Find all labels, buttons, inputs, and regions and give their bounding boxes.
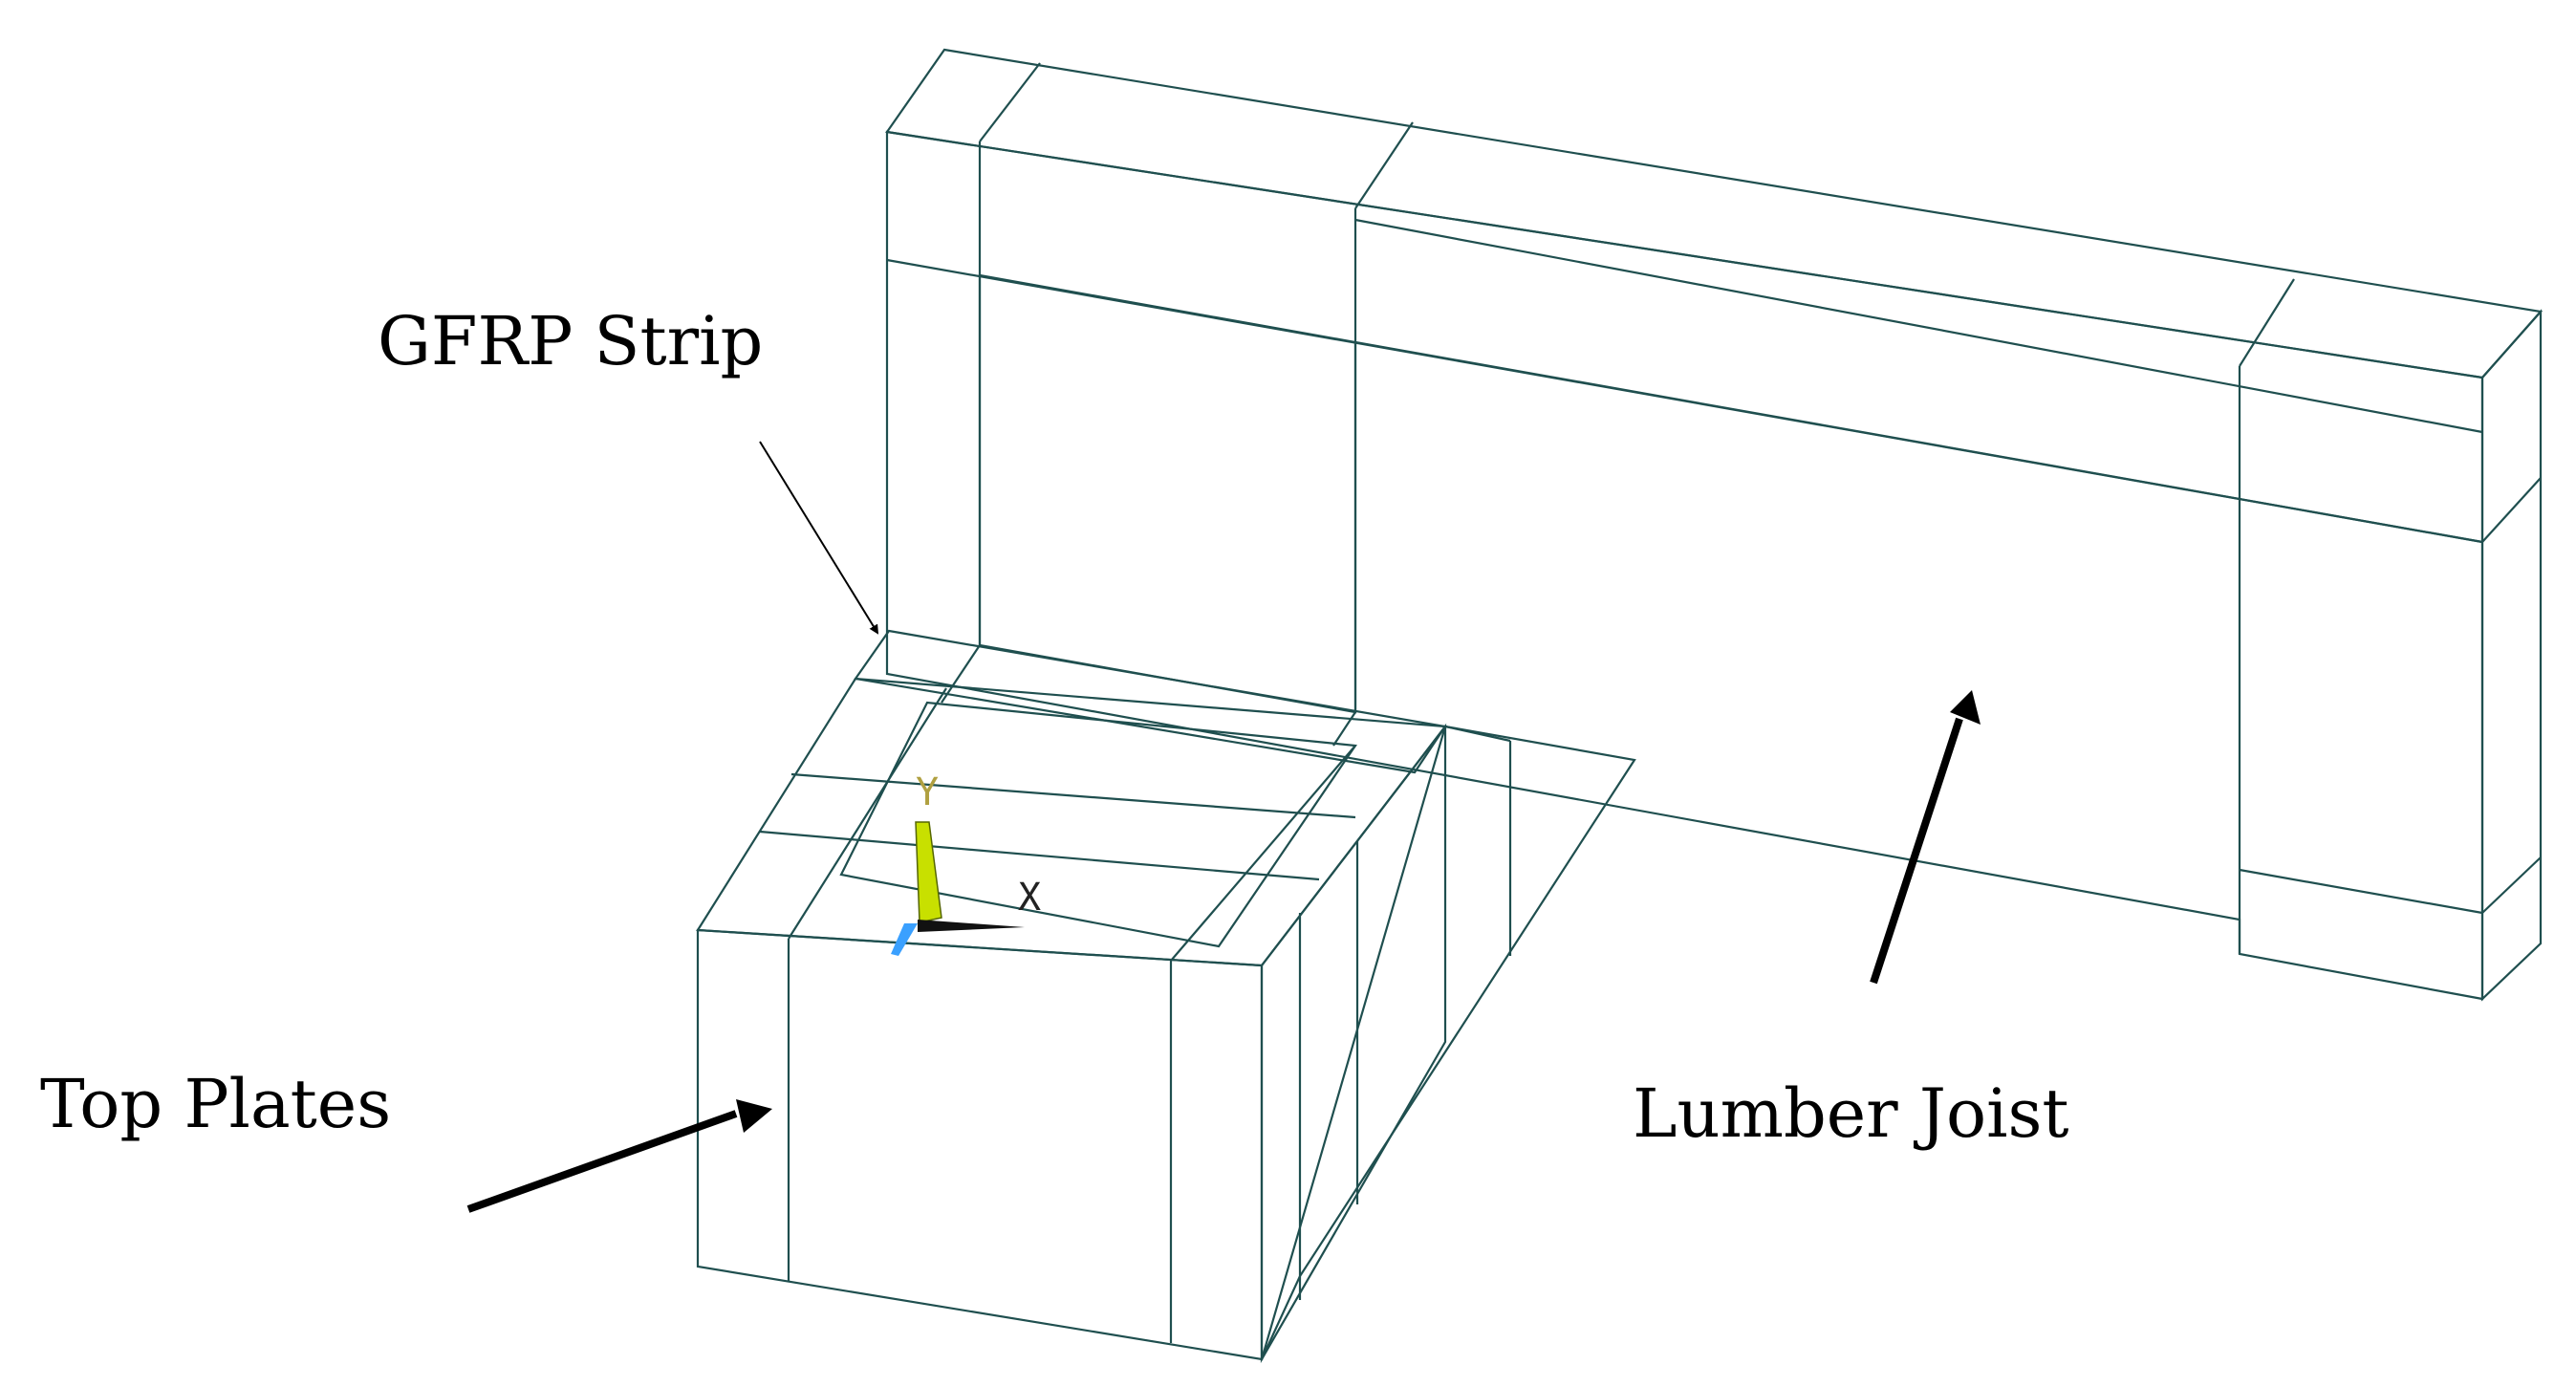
plates-top-face bbox=[696, 677, 1448, 967]
gfrp-strip-vertical bbox=[978, 273, 1357, 714]
top-plates-arrow bbox=[466, 1110, 738, 1213]
plates-front-face bbox=[696, 928, 1264, 1361]
top-plates bbox=[696, 629, 1636, 1364]
lumber-joist-arrowhead bbox=[1950, 690, 1981, 725]
y-axis-label: Y bbox=[916, 770, 939, 814]
plates-side-face bbox=[1260, 725, 1636, 1360]
top-plates-label: Top Plates bbox=[40, 1065, 392, 1143]
z-axis-icon bbox=[891, 923, 918, 956]
gfrp-strip-label: GFRP Strip bbox=[378, 302, 764, 380]
annotation-arrows bbox=[466, 441, 1981, 1213]
gfrp-strip-leader bbox=[759, 441, 879, 635]
x-axis-icon bbox=[918, 920, 1025, 932]
top-plates-arrowhead bbox=[736, 1099, 772, 1133]
lumber-joist-label: Lumber Joist bbox=[1633, 1074, 2069, 1153]
x-axis-label: X bbox=[1018, 876, 1041, 920]
lumber-joist-arrow bbox=[1870, 717, 1963, 985]
lumber-joist bbox=[885, 48, 2544, 1002]
axis-triad: Y X bbox=[891, 770, 1041, 956]
gfrp-strip-horizontal bbox=[854, 629, 1447, 774]
joist-top-face bbox=[885, 48, 2544, 379]
y-axis-icon bbox=[915, 821, 942, 923]
joist-end-face bbox=[2480, 309, 2543, 1002]
